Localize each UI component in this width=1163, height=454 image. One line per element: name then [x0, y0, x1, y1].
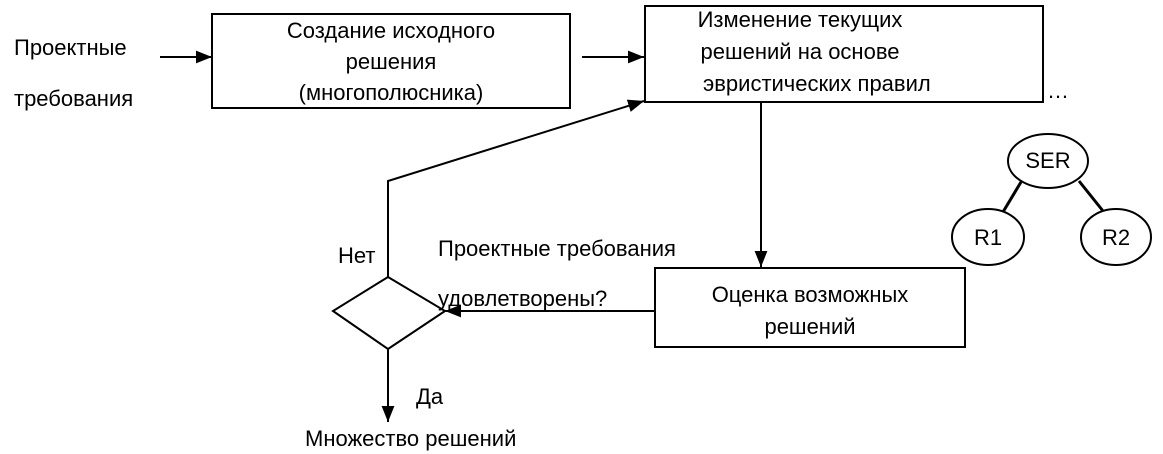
decision-no-label: Нет [338, 243, 376, 268]
input-label-line2: требования [14, 86, 134, 111]
create-box-line1: Создание исходного [286, 18, 496, 43]
create-box-line2: решения [345, 49, 437, 74]
tree-node-r1 [951, 208, 1025, 266]
create-solution-box [211, 13, 571, 109]
evaluate-box-line1: Оценка возможных [711, 282, 909, 307]
decision-yes-label: Да [416, 384, 444, 409]
tree-edge-left [1001, 181, 1023, 213]
tree-edge-right [1077, 180, 1105, 212]
tree-label-r1: R1 [973, 225, 1003, 250]
decision-question-line1: Проектные требования [438, 236, 676, 261]
evaluate-solutions-box [654, 267, 966, 348]
tree-node-r2 [1080, 208, 1152, 266]
decision-question-line2: удовлетворены? [438, 286, 608, 311]
arrow-no-loop-back [387, 99, 645, 277]
change-box-line3: эвристических правил [703, 71, 931, 96]
ellipsis-text: … [1047, 78, 1069, 103]
change-box-line1: Изменение текущих [697, 7, 903, 32]
output-label: Множество решений [305, 426, 517, 451]
create-box-line3: (многополюсника) [298, 80, 484, 105]
change-solutions-box [644, 5, 1044, 103]
change-box-line2: решений на основе [700, 39, 900, 64]
evaluate-box-line2: решений [764, 314, 856, 339]
decision-diamond [331, 275, 447, 351]
tree-label-r2: R2 [1101, 225, 1131, 250]
tree-node-ser [1007, 133, 1089, 189]
tree-label-ser: SER [1025, 148, 1071, 173]
input-label-line1: Проектные [14, 35, 127, 60]
